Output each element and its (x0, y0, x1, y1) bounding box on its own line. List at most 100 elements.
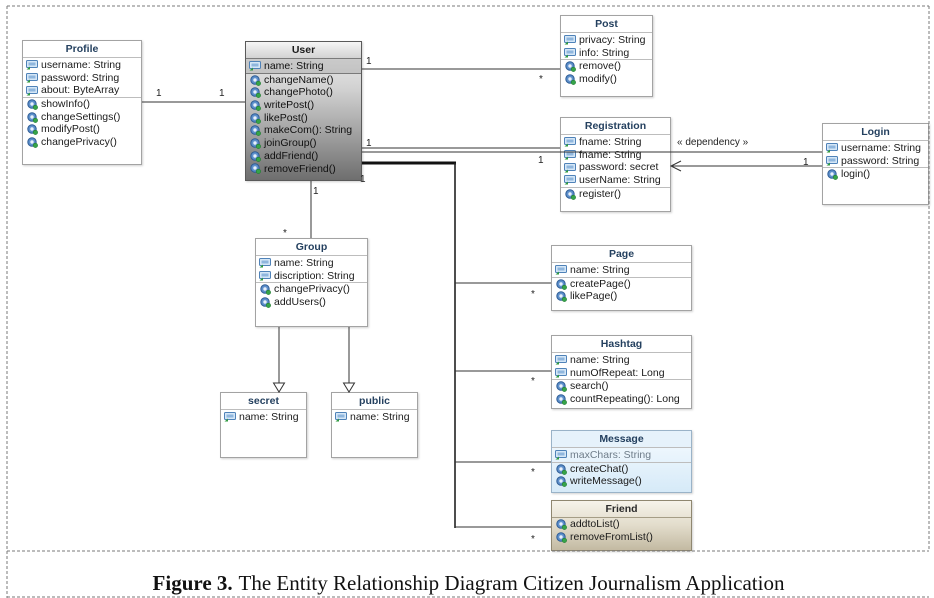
compartment-divider (552, 461, 691, 463)
multiplicity-label: * (539, 74, 543, 85)
operation-text: joinGroup() (264, 137, 317, 150)
method-icon (249, 100, 261, 111)
attribute-row: userName: String (561, 174, 670, 187)
multiplicity-label: * (531, 534, 535, 545)
operation-text: createChat() (570, 462, 629, 475)
method-icon (555, 381, 567, 393)
field-icon (259, 271, 271, 282)
operation-text: changeSettings() (41, 110, 121, 123)
group-class-name: Group (256, 239, 367, 256)
attribute-text: name: String (239, 411, 299, 423)
field-icon (555, 368, 567, 379)
method-icon (826, 169, 838, 181)
attribute-row: info: String (561, 47, 652, 60)
attribute-text: discription: String (274, 269, 355, 282)
attribute-row: name: String (221, 411, 306, 424)
field-icon (26, 60, 38, 71)
attribute-text: fname: String (579, 136, 642, 148)
attribute-text: maxChars: String (570, 449, 652, 461)
operations-compartment: search()countRepeating(): Long (552, 380, 691, 405)
generalization-public-group (342, 327, 356, 393)
attribute-text: password: String (841, 154, 920, 167)
operations-compartment: changeName()changePhoto()writePost()like… (246, 74, 361, 176)
operation-row: login() (823, 168, 928, 181)
attribute-row: username: String (23, 59, 141, 72)
attributes-compartment: name: String (246, 59, 361, 73)
attribute-row: name: String (332, 411, 417, 424)
attribute-text: info: String (579, 46, 630, 59)
multiplicity-label: 1 (156, 88, 162, 99)
operation-row: modify() (561, 73, 652, 86)
method-icon (555, 519, 567, 530)
operations-compartment: addtoList()removeFromList() (552, 518, 691, 543)
attribute-text: name: String (274, 257, 334, 269)
attribute-text: name: String (264, 60, 324, 72)
operation-text: login() (841, 168, 871, 181)
method-icon (555, 394, 567, 405)
operation-text: addUsers() (274, 296, 326, 309)
generalization-arrowhead (342, 382, 356, 393)
figure-number: Figure 3. (152, 571, 233, 595)
operation-text: showInfo() (41, 98, 91, 111)
method-icon (249, 125, 261, 137)
field-icon (335, 412, 347, 423)
method-icon (555, 463, 567, 475)
method-icon (259, 284, 271, 296)
operation-text: removeFriend() (264, 162, 336, 175)
field-icon (826, 156, 838, 167)
operation-row: writePost() (246, 99, 361, 112)
field-icon (555, 265, 567, 276)
attribute-row: discription: String (256, 270, 367, 283)
operation-row: removeFriend() (246, 163, 361, 176)
operation-text: search() (570, 380, 609, 393)
operation-row: changeSettings() (23, 111, 141, 124)
attribute-row: numOfRepeat: Long (552, 367, 691, 380)
multiplicity-label: 1 (803, 157, 809, 168)
field-icon (26, 73, 38, 84)
operation-text: changeName() (264, 73, 334, 86)
operation-text: addFriend() (264, 149, 319, 162)
attribute-row: name: String (256, 257, 367, 270)
user-class-name: User (246, 42, 361, 59)
field-icon (564, 150, 576, 161)
field-icon (564, 48, 576, 59)
field-icon (826, 143, 838, 154)
field-icon (564, 175, 576, 186)
attribute-row: name: String (552, 264, 691, 277)
generalization-arrowhead (272, 382, 286, 393)
message-class-name: Message (552, 431, 691, 448)
operation-text: removeFromList() (570, 530, 653, 543)
generalization-secret-group (272, 327, 286, 393)
attribute-text: password: secret (579, 161, 659, 174)
attribute-row: privacy: String (561, 34, 652, 47)
association-bundle-user-members (362, 161, 551, 528)
attribute-row: name: String (246, 60, 361, 73)
public-class-name: public (332, 393, 417, 410)
attribute-text: fname: String (579, 148, 642, 161)
attribute-text: about: ByteArray (41, 84, 120, 97)
post-class-name: Post (561, 16, 652, 33)
multiplicity-label: * (531, 289, 535, 300)
login-class-name: Login (823, 124, 928, 141)
operation-text: likePost() (264, 111, 308, 124)
method-icon (26, 124, 38, 136)
operation-row: changePrivacy() (23, 136, 141, 149)
multiplicity-label: 1 (366, 138, 372, 149)
operation-text: changePhoto() (264, 86, 333, 99)
field-icon (259, 258, 271, 269)
attribute-row: name: String (552, 354, 691, 367)
operations-compartment: register() (561, 188, 670, 201)
method-icon (564, 61, 576, 73)
method-icon (259, 297, 271, 308)
operation-row: changePhoto() (246, 86, 361, 99)
operation-row: modifyPost() (23, 123, 141, 136)
